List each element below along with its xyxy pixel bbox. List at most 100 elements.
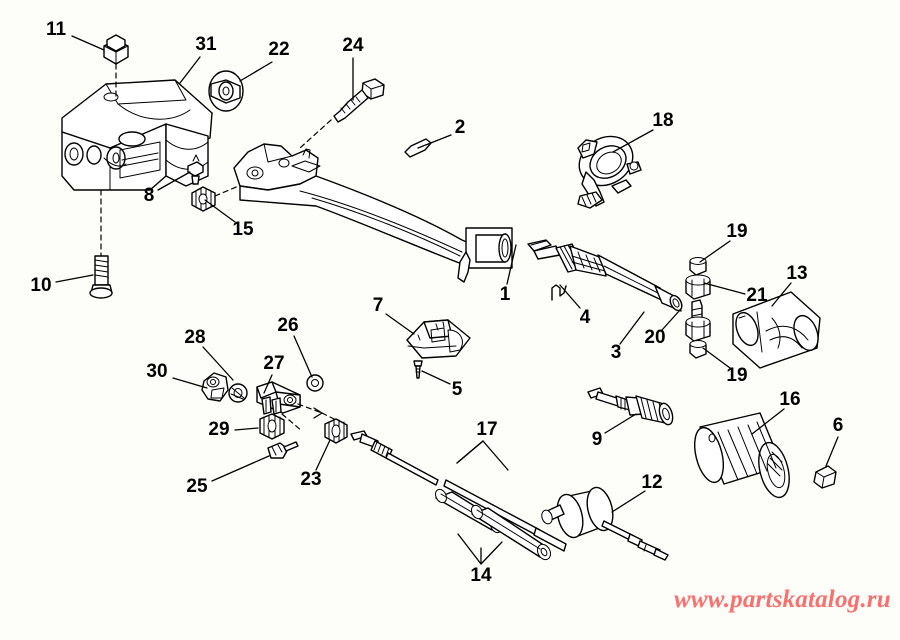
leader-line-7 — [385, 313, 415, 335]
callout-number-18[interactable]: 18 — [652, 110, 673, 131]
callout-number-12[interactable]: 12 — [641, 472, 662, 493]
part-26-washer — [306, 374, 324, 392]
callout-number-7[interactable]: 7 — [373, 295, 384, 316]
callout-number-14[interactable]: 14 — [470, 565, 492, 586]
leader-line-15 — [204, 199, 236, 223]
leader-line-6 — [825, 436, 839, 467]
leader-line-21 — [703, 282, 746, 295]
leader-line-4 — [559, 284, 581, 309]
callout-number-8[interactable]: 8 — [144, 185, 155, 206]
part-4-retainer-clip — [551, 284, 567, 301]
part-3-throttle-shaft — [527, 239, 683, 312]
part-25-screw — [267, 441, 299, 459]
part-12-cable-drum — [541, 486, 669, 561]
part-29-nut — [259, 413, 285, 440]
part-5-screw — [413, 360, 423, 379]
part-15-nut — [191, 186, 216, 212]
leader-line-31 — [179, 56, 201, 84]
part-1-steering-handle-arm — [233, 143, 513, 283]
part-21-spacer-lower — [685, 316, 711, 342]
callout-number-23[interactable]: 23 — [300, 469, 321, 490]
leader-line-18 — [612, 129, 654, 153]
callout-number-15[interactable]: 15 — [232, 219, 254, 240]
part-23-nut — [324, 418, 348, 444]
part-21-spacer-upper — [685, 274, 711, 300]
callout-number-16[interactable]: 16 — [779, 389, 800, 410]
callout-number-2[interactable]: 2 — [455, 117, 466, 138]
site-watermark: www.partskatalog.ru — [674, 586, 891, 613]
part-19-bushing-upper — [689, 257, 707, 276]
leader-line-17 — [456, 440, 484, 464]
leader-line-29 — [234, 427, 259, 431]
part-18-steering-clamp-bracket — [577, 135, 642, 209]
callout-number-21[interactable]: 21 — [746, 285, 768, 306]
leader-line-22 — [239, 61, 273, 82]
align-line-23 — [321, 412, 337, 421]
leader-14-fork — [457, 533, 503, 565]
part-17-cable-rod-pair — [350, 430, 567, 552]
leader-line-28 — [202, 346, 234, 381]
callout-number-11[interactable]: 11 — [46, 19, 67, 40]
leader-line-23 — [315, 439, 331, 471]
leader-line-25 — [211, 455, 270, 482]
part-13-throttle-grip-sleeve — [732, 291, 821, 369]
callout-number-6[interactable]: 6 — [833, 415, 844, 436]
part-24-bolt — [333, 78, 385, 123]
leader-line-27 — [263, 374, 273, 394]
part-16-throttle-grip — [693, 412, 790, 499]
callout-number-19[interactable]: 19 — [726, 365, 747, 386]
callout-number-30[interactable]: 30 — [146, 361, 167, 382]
part-22-bushing-washer — [208, 70, 244, 112]
arrowhead-27 — [313, 407, 323, 419]
callout-number-9[interactable]: 9 — [592, 429, 603, 450]
callout-number-13[interactable]: 13 — [786, 263, 807, 284]
part-9-cable-end-fitting — [587, 387, 674, 426]
callout-number-19[interactable]: 19 — [726, 221, 747, 242]
leader-line-3 — [619, 311, 645, 345]
align-line-27-arrow — [297, 403, 323, 414]
callout-number-17[interactable]: 17 — [476, 419, 497, 440]
callout-number-27[interactable]: 27 — [263, 353, 284, 374]
callout-number-4[interactable]: 4 — [580, 307, 591, 328]
callout-number-1[interactable]: 1 — [500, 284, 511, 305]
callout-number-20[interactable]: 20 — [644, 327, 665, 348]
part-31-swivel-housing — [61, 79, 213, 191]
callout-number-5[interactable]: 5 — [452, 379, 463, 400]
leader-line-8 — [157, 171, 191, 191]
leader-line-9 — [604, 413, 637, 434]
callout-number-25[interactable]: 25 — [186, 476, 208, 497]
leader-line-2 — [417, 134, 452, 149]
part-30-clamp-bracket — [201, 372, 229, 402]
callout-number-31[interactable]: 31 — [195, 34, 217, 55]
leader-line-19 — [699, 240, 731, 263]
callout-number-24[interactable]: 24 — [342, 35, 364, 56]
leader-line-13 — [771, 282, 792, 307]
leader-line-20 — [661, 309, 681, 331]
callout-number-29[interactable]: 29 — [208, 419, 229, 440]
part-10-bolt — [89, 255, 113, 299]
callout-number-10[interactable]: 10 — [30, 275, 51, 296]
leader-line-19 — [702, 347, 731, 369]
callout-number-3[interactable]: 3 — [611, 342, 622, 363]
leader-line-12 — [611, 490, 646, 513]
leader-17-fork — [456, 440, 509, 471]
callout-number-28[interactable]: 28 — [184, 327, 205, 348]
leader-line-26 — [293, 335, 313, 378]
part-28-washer — [228, 383, 248, 403]
leader-line-30 — [172, 377, 208, 389]
callout-number-22[interactable]: 22 — [268, 39, 289, 60]
leader-line-1 — [506, 244, 517, 285]
part-14-tube-pair — [434, 488, 551, 561]
part-19-bushing-lower — [689, 340, 707, 359]
align-line-25 — [281, 413, 303, 432]
leader-line-5 — [421, 370, 451, 385]
part-6-grip-end-cap — [813, 465, 837, 489]
leader-line-16 — [751, 408, 785, 435]
callout-number-26[interactable]: 26 — [277, 315, 298, 336]
part-11-locknut — [103, 34, 129, 65]
part-7-cable-bracket — [406, 319, 471, 359]
align-line-24 — [299, 119, 332, 149]
